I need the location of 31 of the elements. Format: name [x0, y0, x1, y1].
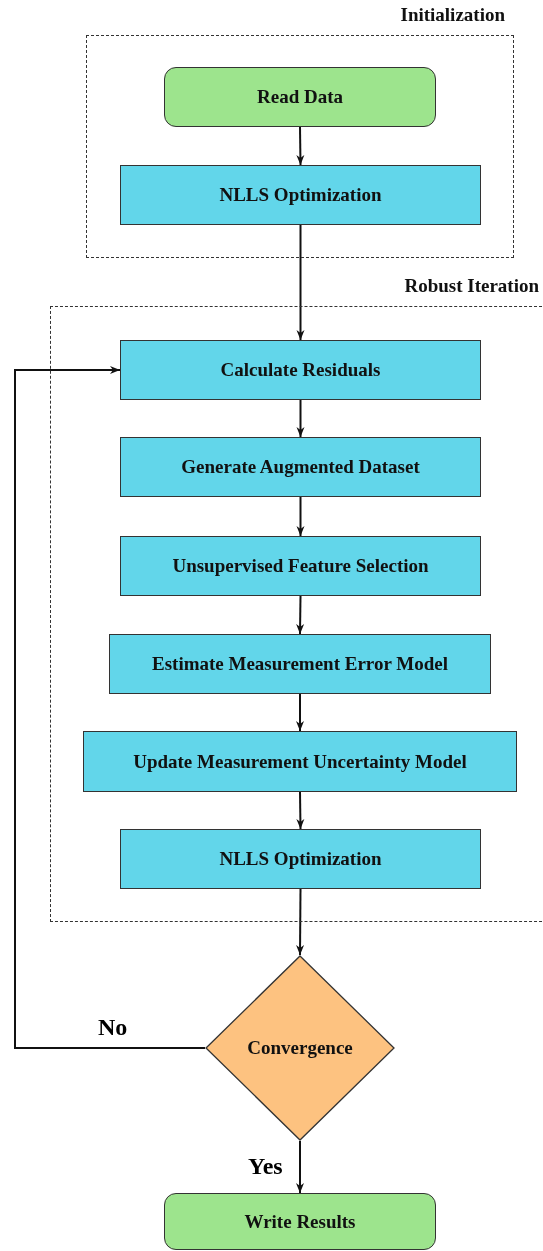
group-heading: Initialization [400, 4, 505, 26]
process-box [120, 165, 481, 225]
arrow [296, 693, 304, 732]
arrow [296, 888, 305, 956]
decision-label: Convergence [247, 1037, 353, 1059]
arrow [296, 224, 305, 341]
arrow [296, 399, 305, 438]
arrow [14, 366, 206, 1049]
process-box [120, 340, 481, 400]
process-box [109, 634, 491, 694]
box-label: Estimate Measurement Error Model [152, 653, 448, 675]
arrow [296, 496, 305, 537]
box-label: Calculate Residuals [220, 359, 381, 381]
box-label: Read Data [257, 86, 343, 108]
box-label: Update Measurement Uncertainty Model [133, 750, 467, 773]
process-box [120, 829, 481, 889]
terminal-box [164, 67, 436, 127]
arrow [296, 595, 305, 635]
box-label: Unsupervised Feature Selection [172, 555, 429, 577]
group-heading: Robust Iteration [404, 275, 539, 297]
box-label: NLLS Optimization [219, 184, 382, 206]
arrow [296, 791, 305, 830]
process-box [83, 731, 517, 792]
box-label: Generate Augmented Dataset [181, 456, 420, 478]
terminal-box [164, 1193, 436, 1250]
arrow [296, 126, 305, 166]
box-label: NLLS Optimization [219, 848, 382, 870]
process-box [120, 536, 481, 596]
arrow [296, 1140, 304, 1194]
process-box [120, 437, 481, 497]
box-label: Write Results [244, 1210, 356, 1233]
